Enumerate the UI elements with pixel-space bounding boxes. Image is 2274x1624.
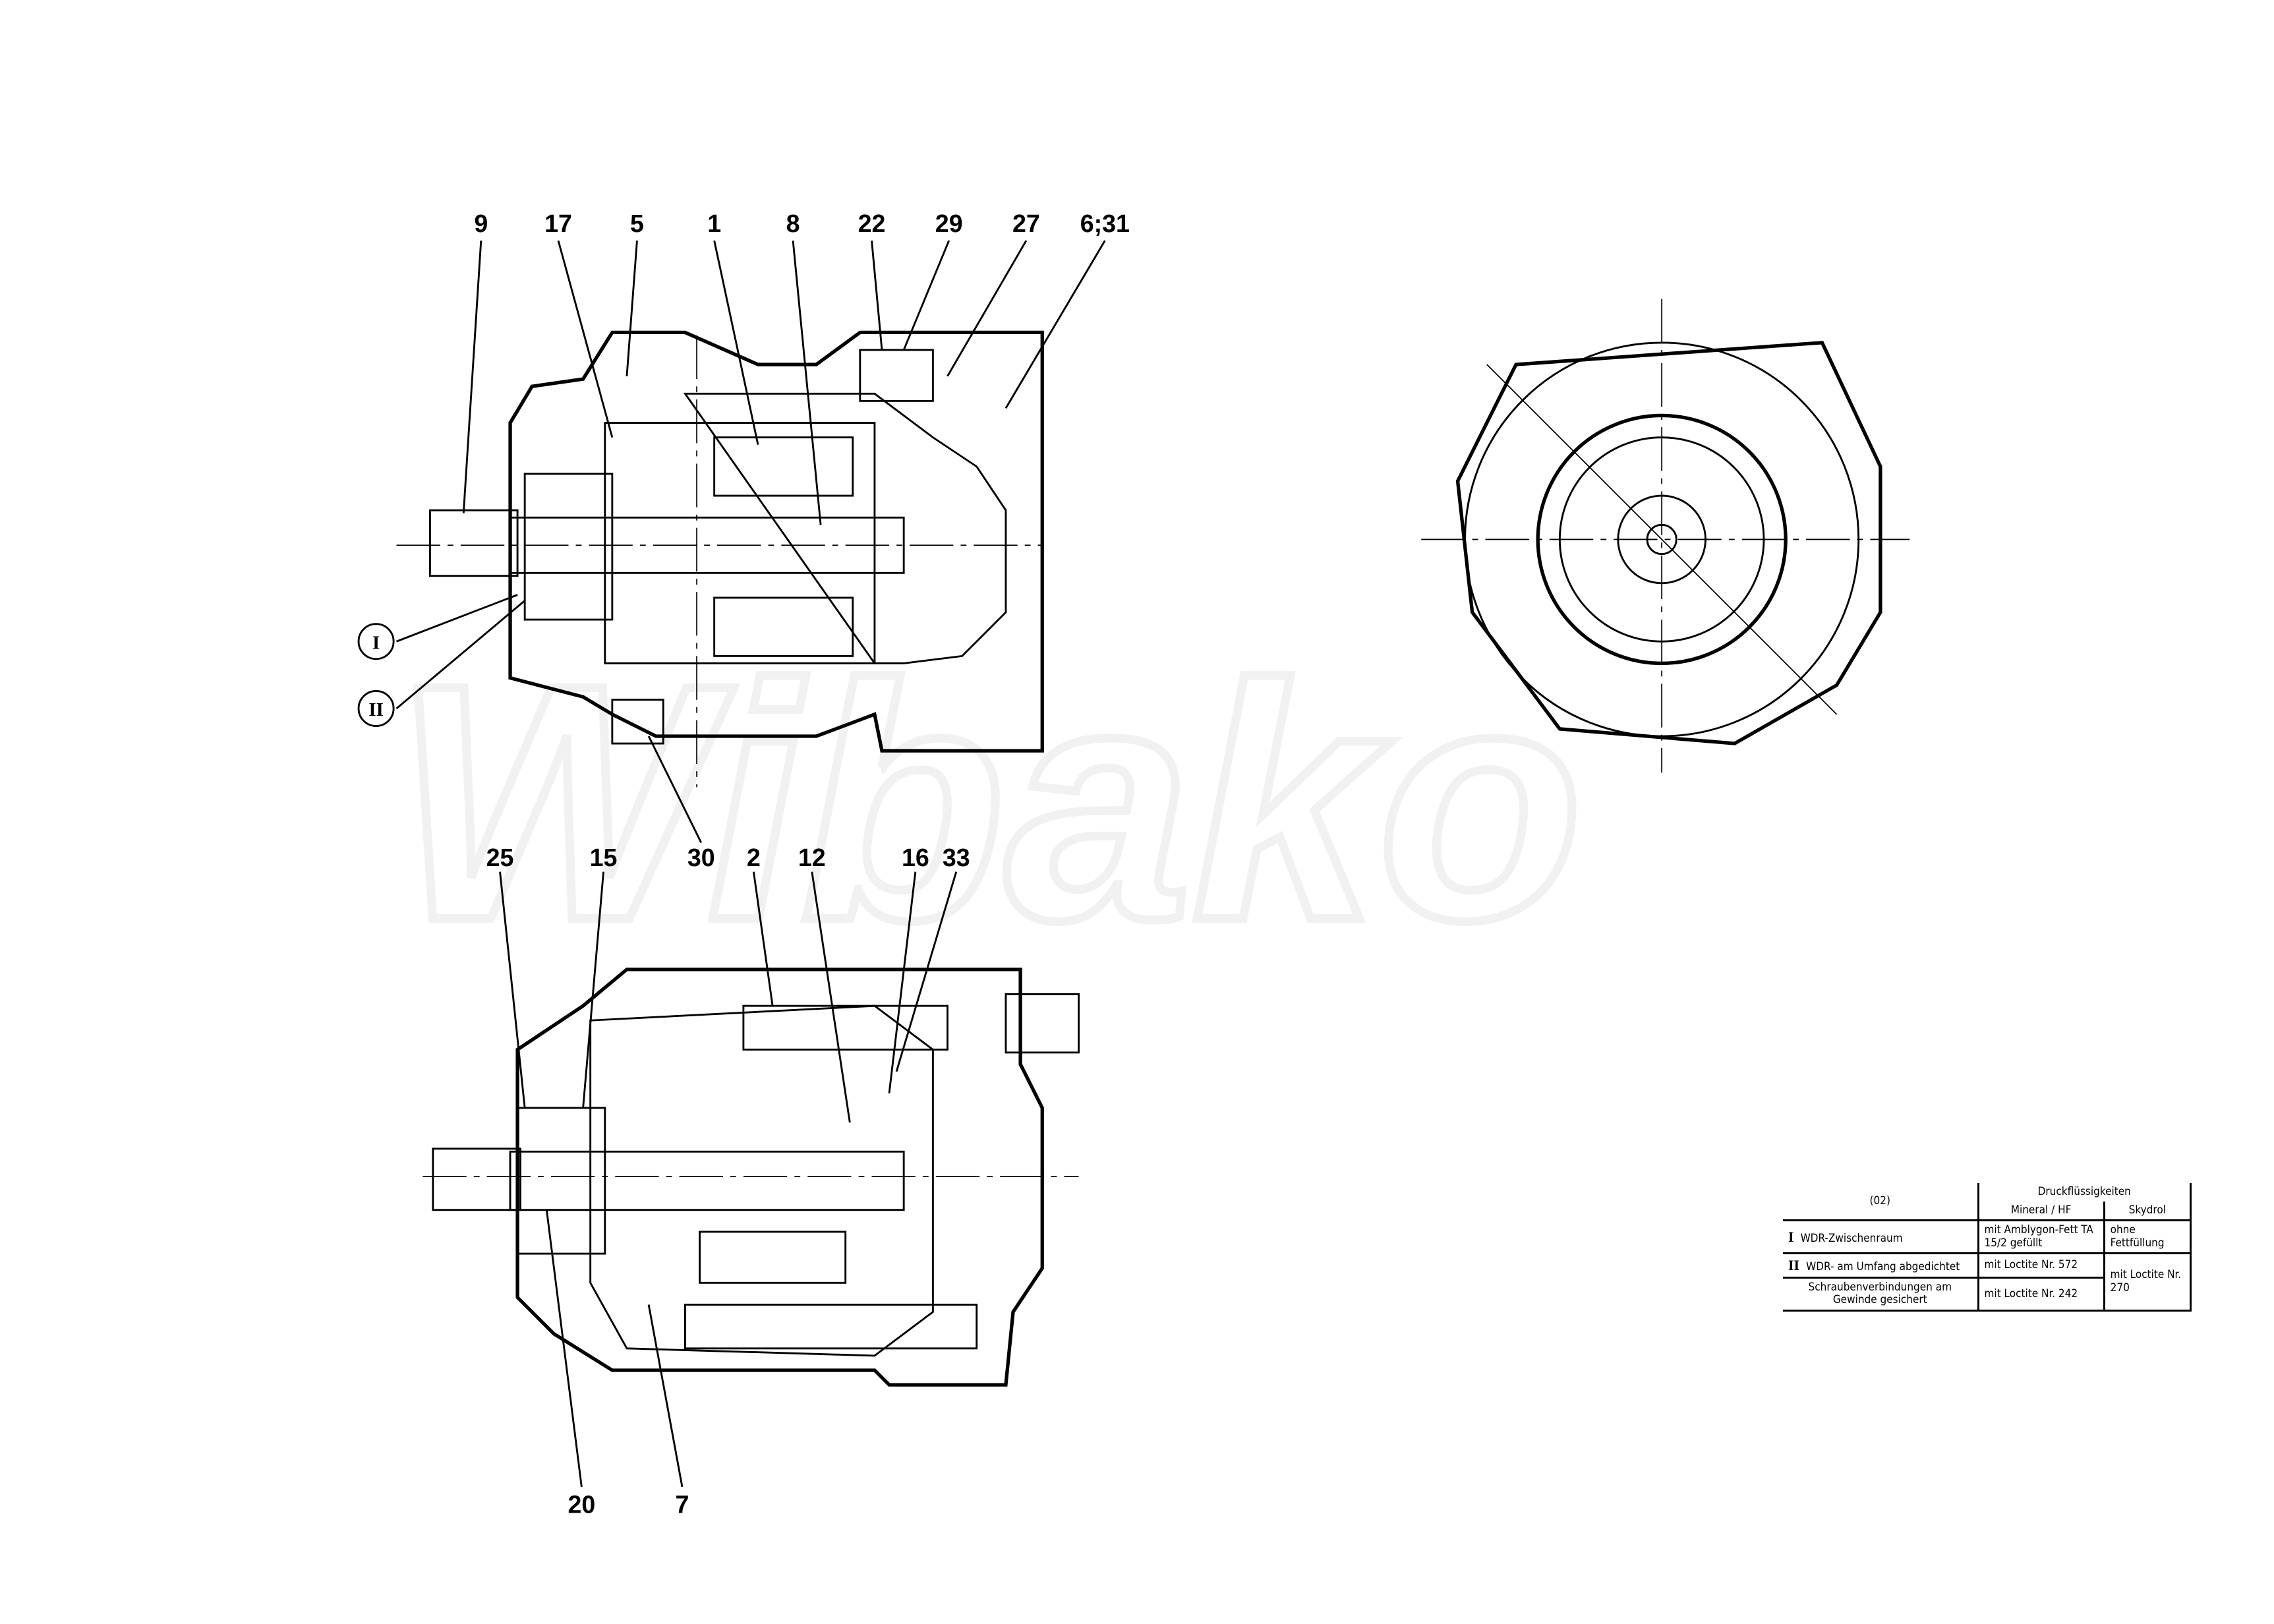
callouts-bottom: 20 7 [568, 1491, 689, 1519]
callout-22: 22 [858, 210, 886, 237]
legend-row: Schraubenverbindungen am Gewinde gesiche… [1783, 1276, 2191, 1312]
callout-30: 30 [687, 844, 715, 871]
legend-row: II WDR- am Umfang abgedichtet mit Loctite… [1783, 1252, 2192, 1312]
watermark: Wibako [394, 615, 1583, 989]
row-mineral: mit Loctite Nr. 572 [1977, 1252, 2105, 1279]
marker-II: II [368, 699, 383, 720]
row-skydrol: mit Loctite Nr. 270 [2103, 1252, 2192, 1312]
pump-section-top [396, 330, 1044, 788]
callout-5: 5 [630, 210, 644, 237]
legend-symbol-cell: (02) [1783, 1183, 1979, 1222]
row-marker: II [1788, 1257, 1800, 1274]
callout-20: 20 [568, 1491, 595, 1519]
row-mineral: mit Amblygon-Fett TA 15/2 gefüllt [1977, 1219, 2105, 1255]
callout-7: 7 [676, 1491, 689, 1519]
legend-header-group: Druckflüssigkeiten [1977, 1183, 2192, 1202]
row-marker: I [1788, 1228, 1794, 1245]
callout-8: 8 [786, 210, 800, 237]
row-skydrol: ohne Fettfüllung [2103, 1219, 2192, 1255]
pump-end-view [1421, 299, 1910, 773]
callout-25: 25 [486, 844, 514, 871]
legend-col-mineral: Mineral / HF [1977, 1201, 2105, 1222]
callout-17: 17 [544, 210, 572, 237]
legend-table: (02) Druckflüssigkeiten Mineral / HF Sky… [1783, 1183, 2192, 1312]
row-mineral: mit Loctite Nr. 242 [1977, 1276, 2105, 1312]
row-label: Schraubenverbindungen am Gewinde gesiche… [1783, 1276, 1979, 1312]
callout-12: 12 [798, 844, 826, 871]
callouts-mid: 25 15 30 2 12 16 33 [486, 844, 970, 871]
marker-I: I [372, 632, 380, 653]
callout-6-31: 6;31 [1080, 210, 1130, 237]
callout-9: 9 [474, 210, 488, 237]
callout-33: 33 [943, 844, 970, 871]
legend-col-skydrol: Skydrol [2103, 1201, 2192, 1222]
legend-row: I WDR-Zwischenraum mit Amblygon-Fett TA 1… [1783, 1219, 2192, 1255]
callout-2: 2 [747, 844, 761, 871]
pump-section-bottom [423, 968, 1080, 1387]
legend-symbol: 02 [1873, 1194, 1886, 1207]
row-label: WDR-Zwischenraum [1800, 1231, 1903, 1245]
callout-15: 15 [590, 844, 618, 871]
callout-16: 16 [902, 844, 929, 871]
callout-1: 1 [707, 210, 721, 237]
row-label: WDR- am Umfang abgedichtet [1806, 1260, 1960, 1274]
callout-29: 29 [935, 210, 963, 237]
callouts-top: 9 17 5 1 8 22 29 27 6;31 [474, 210, 1130, 237]
leader-lines [357, 240, 1106, 1488]
callout-27: 27 [1012, 210, 1040, 237]
